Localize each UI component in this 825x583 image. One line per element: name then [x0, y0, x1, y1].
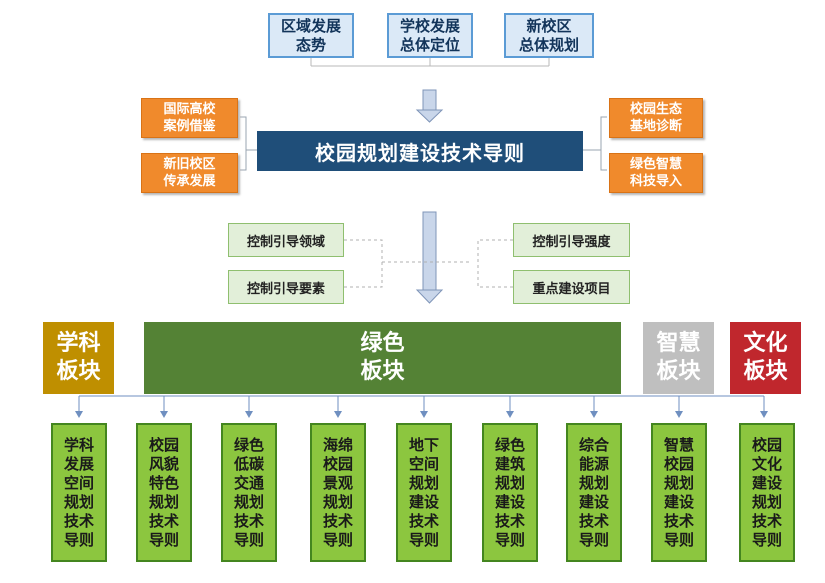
input-old-new-campus: 新旧校区 传承发展 — [141, 153, 238, 193]
control-connectors — [344, 239, 513, 288]
guideline-campus-culture: 校园 文化 建设 规划 技术 导则 — [739, 423, 795, 562]
top-box-school-positioning: 学校发展 总体定位 — [387, 13, 473, 58]
guideline-smart-campus: 智慧 校园 规划 建设 技术 导则 — [651, 423, 707, 562]
guideline-integrated-energy: 综合 能源 规划 建设 技术 导则 — [566, 423, 622, 562]
block-culture: 文化 板块 — [730, 322, 801, 394]
input-international-cases: 国际高校 案例借鉴 — [141, 98, 238, 138]
block-discipline: 学科 板块 — [43, 322, 114, 394]
distribution-arrowheads — [75, 411, 768, 418]
guideline-campus-style: 校园 风貌 特色 规划 技术 导则 — [136, 423, 192, 562]
control-elements: 控制引导要素 — [228, 270, 344, 304]
side-bracket-lines — [240, 116, 607, 171]
block-green: 绿色 板块 — [144, 322, 621, 394]
block-smart: 智慧 板块 — [643, 322, 714, 394]
distribution-lines — [78, 395, 765, 412]
down-arrow-2 — [415, 211, 444, 304]
top-box-new-campus-plan: 新校区 总体规划 — [504, 13, 594, 58]
center-title: 校园规划建设技术导则 — [257, 131, 583, 171]
control-intensity: 控制引导强度 — [513, 223, 630, 257]
input-green-smart-tech: 绿色智慧 科技导入 — [609, 153, 703, 193]
guideline-underground-space: 地下 空间 规划 建设 技术 导则 — [396, 423, 452, 562]
control-key-projects: 重点建设项目 — [513, 270, 630, 304]
guideline-green-building: 绿色 建筑 规划 建设 技术 导则 — [482, 423, 538, 562]
guideline-sponge-landscape: 海绵 校园 景观 规划 技术 导则 — [310, 423, 366, 562]
control-domain: 控制引导领域 — [228, 223, 344, 257]
top-box-regional-trend: 区域发展 态势 — [268, 13, 354, 58]
down-arrow-1 — [415, 89, 444, 123]
top-bracket-lines — [310, 58, 550, 67]
guideline-green-transport: 绿色 低碳 交通 规划 技术 导则 — [221, 423, 277, 562]
input-ecological-diagnosis: 校园生态 基地诊断 — [609, 98, 703, 138]
guideline-discipline-space: 学科 发展 空间 规划 技术 导则 — [51, 423, 107, 562]
